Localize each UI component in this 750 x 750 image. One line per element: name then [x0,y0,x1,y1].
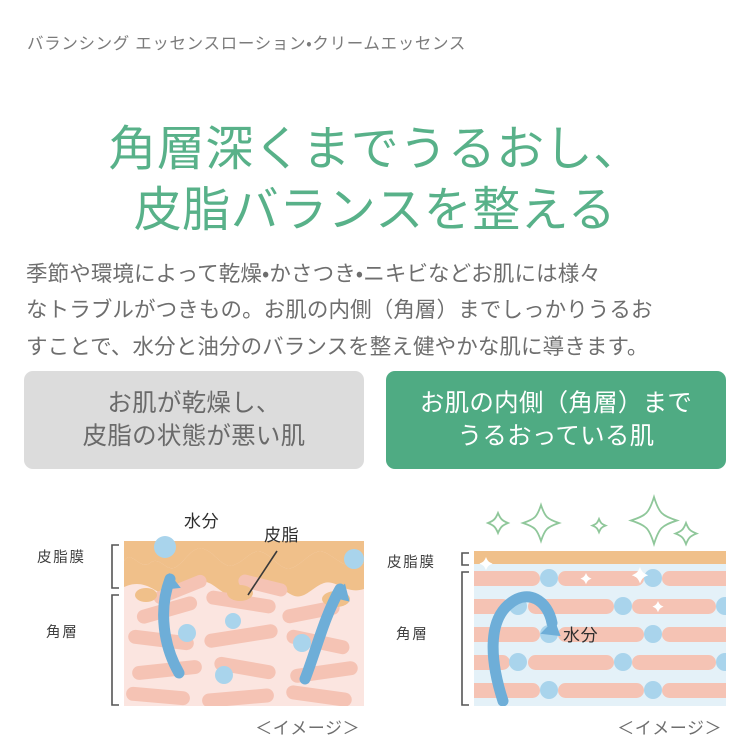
panel-header-moist-line-1: お肌の内側（角層）まで [419,389,693,417]
lead-line-2: なトラブルがつきもの。お肌の内側（角層）までしっかりうるお [26,298,653,323]
panel-header-dry-skin: お肌が乾燥し、 皮脂の状態が悪い肌 [24,371,364,469]
skin-comparison-section: お肌が乾燥し、 皮脂の状態が悪い肌 [0,371,750,750]
lead-line-1: 季節や環境によって乾燥・かさつき・ニキビなどお肌には様々 [26,261,601,286]
image-caption-moist: ＜イメージ＞ [617,719,722,738]
headline-line-2: 皮脂バランスを整える [133,183,617,237]
panel-header-moist-line-2: うるおっている肌 [457,423,655,450]
label-moisture-moist: 水分 [563,626,599,645]
diagram-dry-skin: 皮脂膜 角層 水分 皮脂 ＜イメージ＞ [24,483,364,741]
comparison-column-dry-skin: お肌が乾燥し、 皮脂の状態が悪い肌 [24,371,364,741]
diagram-moist-skin: 皮脂膜 角層 水分 ＜イメージ＞ [386,483,726,741]
lead-paragraph: 季節や環境によって乾燥・かさつき・ニキビなどお肌には様々 なトラブルがつきもの。… [26,256,726,367]
headline-line-1: 角層深くまでうるおし、 [108,123,642,177]
sparkle-icon [485,493,700,548]
label-sebum-film-moist: 皮脂膜 [387,555,436,571]
page-title: 角層深くまでうるおし、 皮脂バランスを整える [0,120,750,241]
label-stratum-corneum-dry: 角層 [46,625,79,641]
panel-header-dry-line-1: お肌が乾燥し、 [107,389,281,417]
water-droplet [344,549,364,569]
label-sebum-film-dry: 皮脂膜 [37,550,86,566]
label-moisture-dry: 水分 [184,512,220,531]
panel-header-dry-line-2: 皮脂の状態が悪い肌 [82,423,306,450]
panel-header-moist-skin: お肌の内側（角層）まで うるおっている肌 [386,371,726,469]
water-droplet [154,536,176,558]
label-sebum-dry: 皮脂 [264,526,300,545]
comparison-column-moist-skin: お肌の内側（角層）まで うるおっている肌 [386,371,726,741]
product-line-eyebrow: バランシング エッセンスローション・クリームエッセンス [27,35,467,53]
label-stratum-corneum-moist: 角層 [396,627,429,643]
image-caption-dry: ＜イメージ＞ [255,719,360,738]
lead-line-3: すことで、水分と油分のバランスを整え健やかな肌に導きます。 [26,335,649,360]
inner-sparkle-icon [479,557,664,613]
